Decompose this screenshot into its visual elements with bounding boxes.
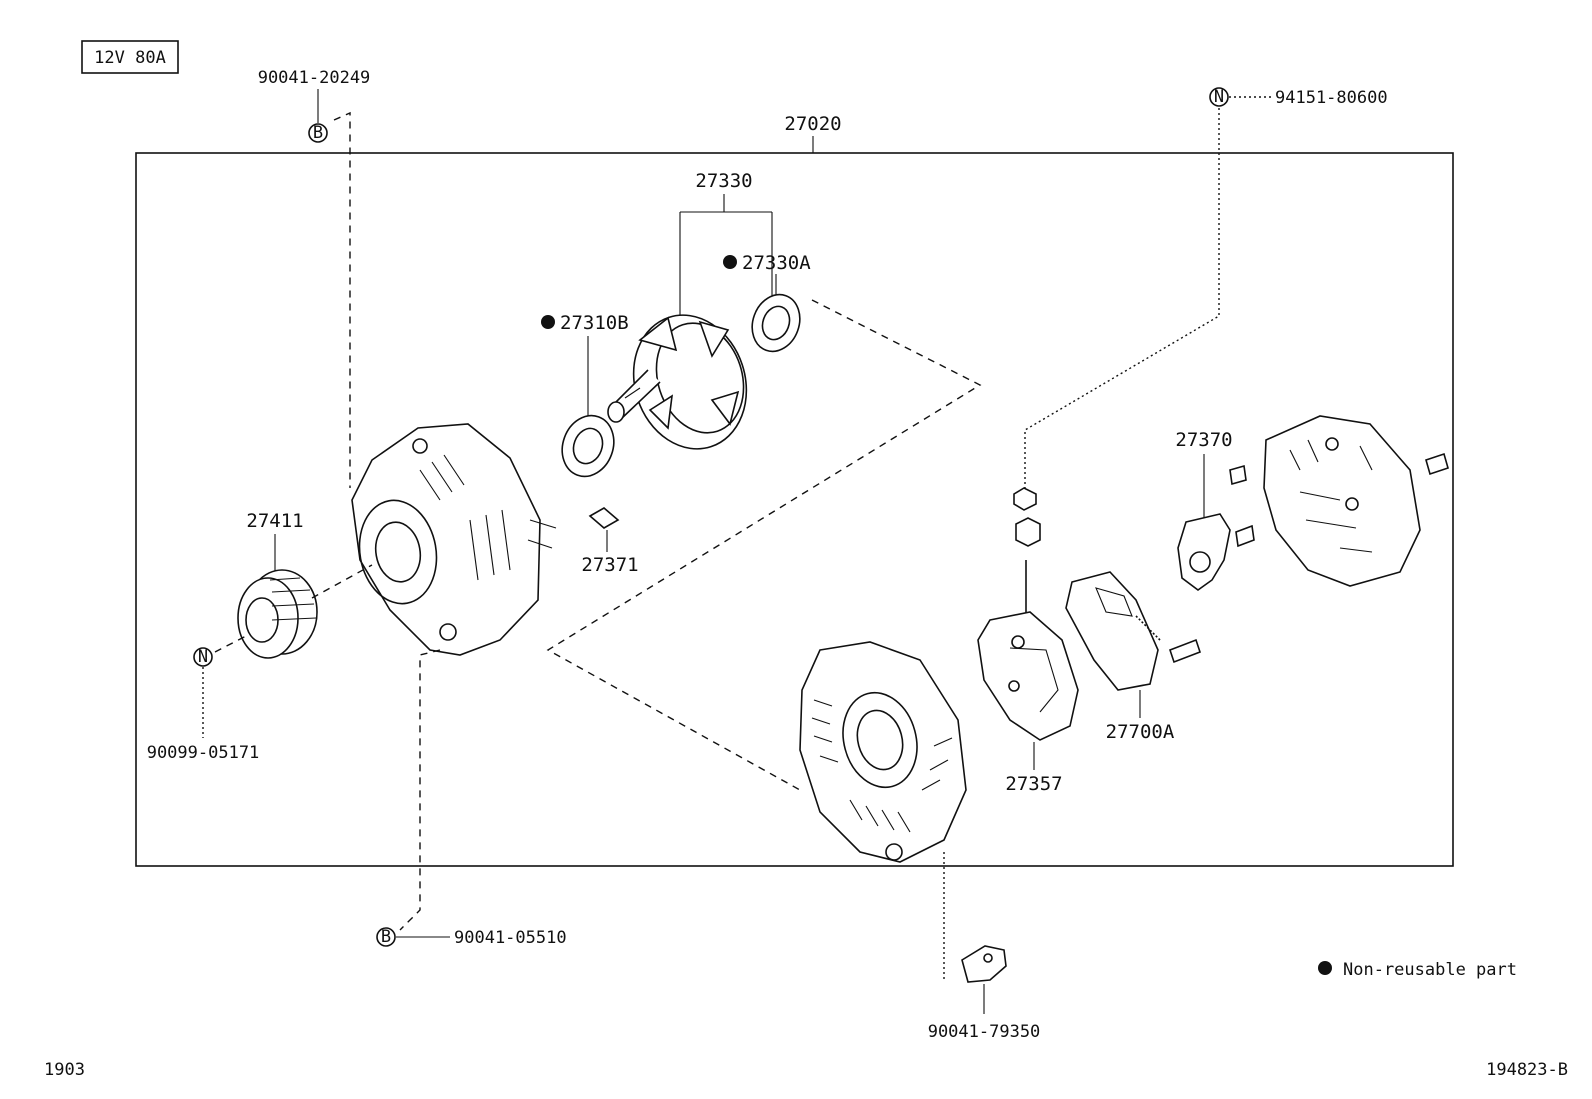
bolt-symbol-icon — [376, 927, 396, 947]
rotor-group: 27330 — [607, 170, 773, 450]
nut-symbol-icon — [193, 647, 213, 667]
callout-27020: 27020 — [784, 113, 841, 135]
callout-94151-80600: 94151-80600 — [1275, 88, 1388, 108]
bolt-top-group: 90041-20249 B — [258, 68, 371, 488]
rotor-dashed-guide — [546, 299, 982, 791]
holder-group: 27370 — [1175, 429, 1255, 591]
spacer-part — [588, 507, 620, 529]
callout-90041-20249: 90041-20249 — [258, 68, 371, 88]
bearing-front-part — [561, 414, 615, 478]
bolt-bottom-group: B 90041-05510 — [376, 649, 567, 948]
callout-27330A: 27330A — [742, 252, 811, 274]
callout-27371: 27371 — [581, 554, 638, 576]
bearing-rear-group: 27330A — [546, 252, 982, 791]
terminal-bottom-group: 90041-79350 — [928, 945, 1041, 1042]
callout-27700A: 27700A — [1106, 721, 1175, 743]
rear-end-frame-part — [799, 641, 967, 980]
pulley-group: 27411 N 90099-05171 — [147, 510, 373, 763]
callout-90041-79350: 90041-79350 — [928, 1022, 1041, 1042]
callout-27411: 27411 — [246, 510, 303, 532]
legend: Non-reusable part — [1318, 960, 1517, 980]
callout-27370: 27370 — [1175, 429, 1232, 451]
non-reusable-marker-icon — [1318, 961, 1332, 975]
regulator-group: 27700A — [1065, 571, 1202, 743]
callout-27330: 27330 — [695, 170, 752, 192]
bearing-front-group: 27310B — [541, 312, 629, 478]
footer-left-code: 1903 — [44, 1060, 85, 1080]
callout-90041-05510: 90041-05510 — [454, 928, 567, 948]
bearing-rear-part — [751, 293, 801, 353]
footer-right-code: 194823-B — [1486, 1060, 1568, 1080]
assembly-frame — [135, 152, 1454, 867]
rotor-part — [607, 314, 748, 450]
regulator-part — [1065, 571, 1159, 691]
nut-symbol-letter: N — [198, 647, 208, 667]
stud-parts — [1013, 487, 1041, 630]
bolt-symbol-letter: B — [313, 123, 323, 143]
callout-90099-05171: 90099-05171 — [147, 743, 260, 763]
callout-27357: 27357 — [1005, 773, 1062, 795]
bolt-symbol-icon — [308, 123, 328, 143]
rear-cover-part — [1263, 415, 1449, 587]
nut-symbol-icon — [1209, 87, 1229, 107]
spacer-group: 27371 — [581, 507, 639, 576]
rectifier-group: 27357 — [977, 611, 1079, 795]
rectifier-part — [977, 611, 1079, 741]
drive-end-frame-part — [351, 423, 557, 656]
non-reusable-marker-icon — [723, 255, 737, 269]
spec-box: 12V 80A — [81, 40, 179, 74]
terminal-part — [961, 945, 1007, 983]
spec-label: 12V 80A — [94, 48, 166, 68]
non-reusable-marker-icon — [541, 315, 555, 329]
bolt-symbol-letter: B — [381, 927, 391, 947]
nut-symbol-letter: N — [1214, 87, 1224, 107]
nut-top-right-group: N 94151-80600 — [1024, 87, 1388, 490]
callout-27310B: 27310B — [560, 312, 629, 334]
legend-text: Non-reusable part — [1343, 960, 1517, 980]
